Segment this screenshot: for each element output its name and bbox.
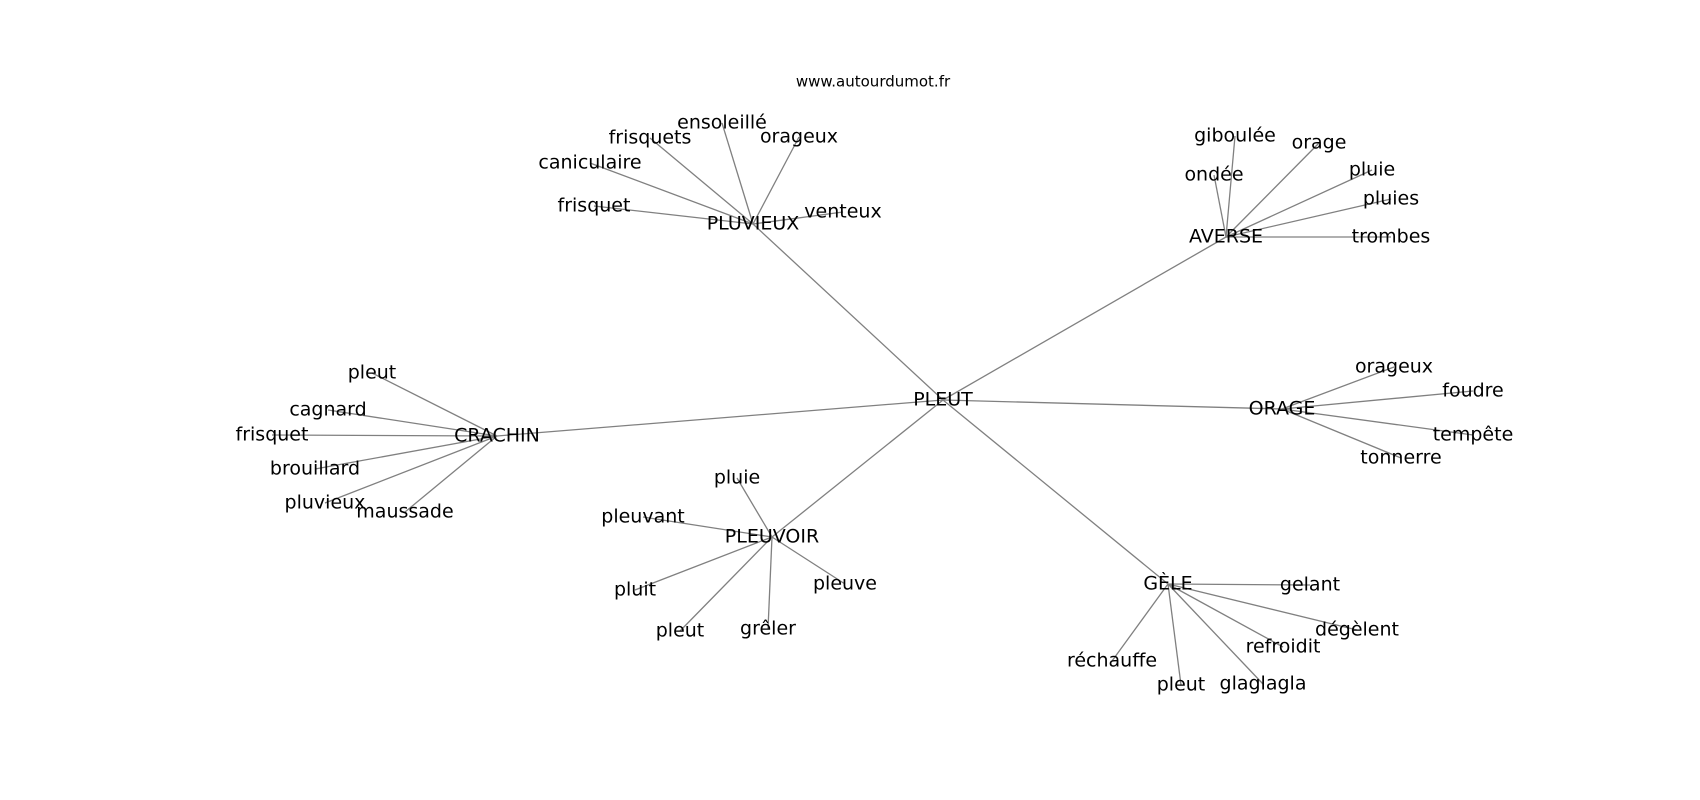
hub-node[interactable]: ORAGE [1249,398,1316,420]
edge-hub-to-leaf [634,536,773,591]
leaf-node[interactable]: pleuvant [601,506,684,528]
leaf-node[interactable]: giboulée [1194,125,1276,147]
edge-hub-to-leaf [324,435,498,504]
edge-hub-to-leaf [593,205,754,225]
leaf-node[interactable]: réchauffe [1067,650,1157,672]
edge-center-to-hub [496,399,944,437]
leaf-node[interactable]: pluie [1349,159,1395,181]
edge-hub-to-leaf [771,536,846,585]
hub-node[interactable]: CRACHIN [454,425,540,447]
leaf-node[interactable]: venteux [804,201,881,223]
leaf-node[interactable]: pluit [614,579,656,601]
hub-node[interactable]: GÈLE [1143,572,1192,595]
edge-hub-to-leaf [1213,174,1227,238]
edge-hub-to-leaf [1167,583,1284,648]
leaf-node[interactable]: brouillard [270,458,360,480]
edge-hub-to-leaf [1225,169,1373,238]
leaf-node[interactable]: tonnerre [1360,447,1441,469]
edge-hub-to-leaf [1281,366,1395,410]
edge-hub-to-leaf [752,136,800,225]
edge-hub-to-leaf [371,372,498,437]
edge-hub-to-leaf [1281,390,1474,410]
edge-hub-to-leaf [649,137,754,225]
edge-hub-to-leaf [679,536,773,632]
watermark: www.autourdumot.fr [796,73,951,91]
edge-hub-to-leaf [1225,142,1320,238]
edge-hub-to-leaf [314,435,498,470]
leaf-node[interactable]: tempête [1433,424,1514,446]
leaf-node[interactable]: pleut [656,620,705,642]
edge-hub-to-leaf [1167,583,1311,586]
leaf-node[interactable]: pleut [1157,674,1206,696]
leaf-node[interactable]: ondée [1184,164,1243,186]
edge-hub-to-leaf [1167,583,1182,686]
edge-hub-to-leaf [1281,408,1474,436]
edge-center-to-hub [942,236,1227,401]
edge-hub-to-leaf [1167,583,1264,685]
leaf-node[interactable]: glaglagla [1220,673,1307,695]
edge-hub-to-leaf [1225,135,1236,238]
leaf-node[interactable]: frisquet [558,195,631,217]
edge-hub-to-leaf [736,477,773,538]
center-node[interactable]: PLEUT [913,389,973,411]
leaf-node[interactable]: pluvieux [285,492,366,514]
leaf-node[interactable]: grêler [740,618,796,640]
leaf-node[interactable]: cagnard [289,399,366,421]
leaf-node[interactable]: caniculaire [538,152,641,174]
graph-edges [271,122,1474,686]
leaf-node[interactable]: gelant [1280,574,1340,596]
leaf-node[interactable]: dégèlent [1315,619,1399,641]
edge-hub-to-leaf [404,435,498,513]
leaf-node[interactable]: foudre [1442,380,1504,402]
edge-hub-to-leaf [752,211,844,225]
edge-hub-to-leaf [271,434,498,437]
edge-hub-to-leaf [721,122,754,225]
leaf-node[interactable]: pluies [1363,188,1419,210]
leaf-node[interactable]: pleut [348,362,397,384]
leaf-node[interactable]: pluie [714,467,760,489]
leaf-node[interactable]: pleuve [813,573,877,595]
leaf-node[interactable]: orageux [760,126,838,148]
leaf-node[interactable]: trombes [1352,226,1431,248]
hub-node[interactable]: AVERSE [1189,226,1263,248]
edge-hub-to-leaf [1167,583,1358,631]
leaf-node[interactable]: frisquets [609,127,692,149]
edge-center-to-hub [771,399,944,538]
leaf-node[interactable]: frisquet [236,424,309,446]
edge-hub-to-leaf [1281,408,1402,459]
edge-hub-to-leaf [642,516,773,538]
hub-node[interactable]: PLEUVOIR [725,526,819,548]
edge-hub-to-leaf [1111,583,1169,662]
leaf-node[interactable]: refroidit [1246,636,1321,658]
edge-hub-to-leaf [1225,198,1392,238]
leaf-node[interactable]: orageux [1355,356,1433,378]
edge-center-to-hub [942,399,1169,585]
leaf-node[interactable]: ensoleillé [677,112,767,134]
edge-hub-to-leaf [327,409,498,437]
leaf-node[interactable]: maussade [356,501,453,523]
edge-center-to-hub [942,399,1283,410]
edge-hub-to-leaf [589,162,754,225]
edge-center-to-hub [752,223,944,401]
leaf-node[interactable]: orage [1292,132,1347,154]
edge-hub-to-leaf [767,536,773,630]
hub-node[interactable]: PLUVIEUX [707,213,800,235]
